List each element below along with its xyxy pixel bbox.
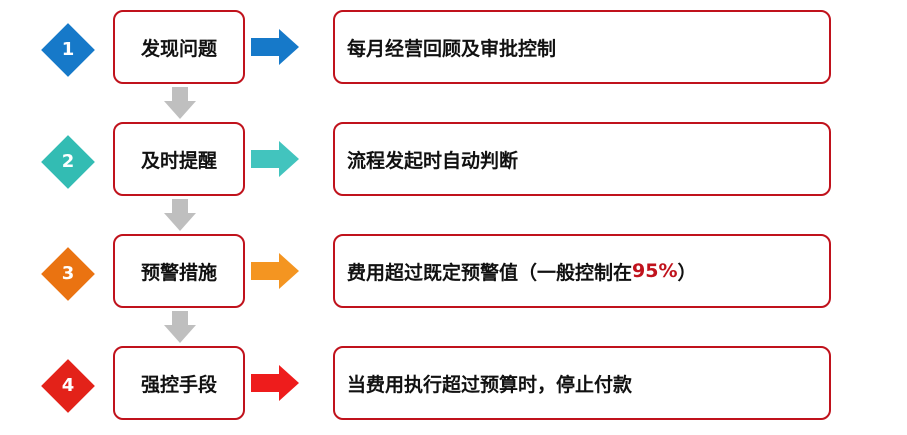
step-2-diamond: 2 [41,135,95,189]
step-row-4: 4 强控手段 当费用执行超过预算时，停止付款 [0,346,907,426]
right-arrow-icon [251,29,299,65]
step-number: 2 [61,151,75,172]
step-description-box: 流程发起时自动判断 [333,122,831,196]
step-1-diamond: 1 [41,23,95,77]
down-arrow-icon [164,199,196,231]
step-number: 3 [61,263,75,284]
step-number: 1 [61,39,75,60]
step-4-diamond: 4 [41,359,95,413]
down-arrow-icon [164,87,196,119]
down-arrow-icon [164,311,196,343]
step-title-box: 强控手段 [113,346,245,420]
step-title-box: 及时提醒 [113,122,245,196]
step-number: 4 [61,375,75,396]
step-row-1: 1 发现问题 每月经营回顾及审批控制 [0,10,907,90]
right-arrow-icon [251,253,299,289]
step-row-2: 2 及时提醒 流程发起时自动判断 [0,122,907,202]
step-description-box: 当费用执行超过预算时，停止付款 [333,346,831,420]
step-description-box: 每月经营回顾及审批控制 [333,10,831,84]
right-arrow-icon [251,365,299,401]
right-arrow-icon [251,141,299,177]
step-3-diamond: 3 [41,247,95,301]
description-text: 费用超过既定预警值（一般控制在 [347,261,633,284]
description-text-end: ） [677,261,697,284]
step-title-box: 发现问题 [113,10,245,84]
step-title-box: 预警措施 [113,234,245,308]
threshold-value: 95% [632,260,678,282]
